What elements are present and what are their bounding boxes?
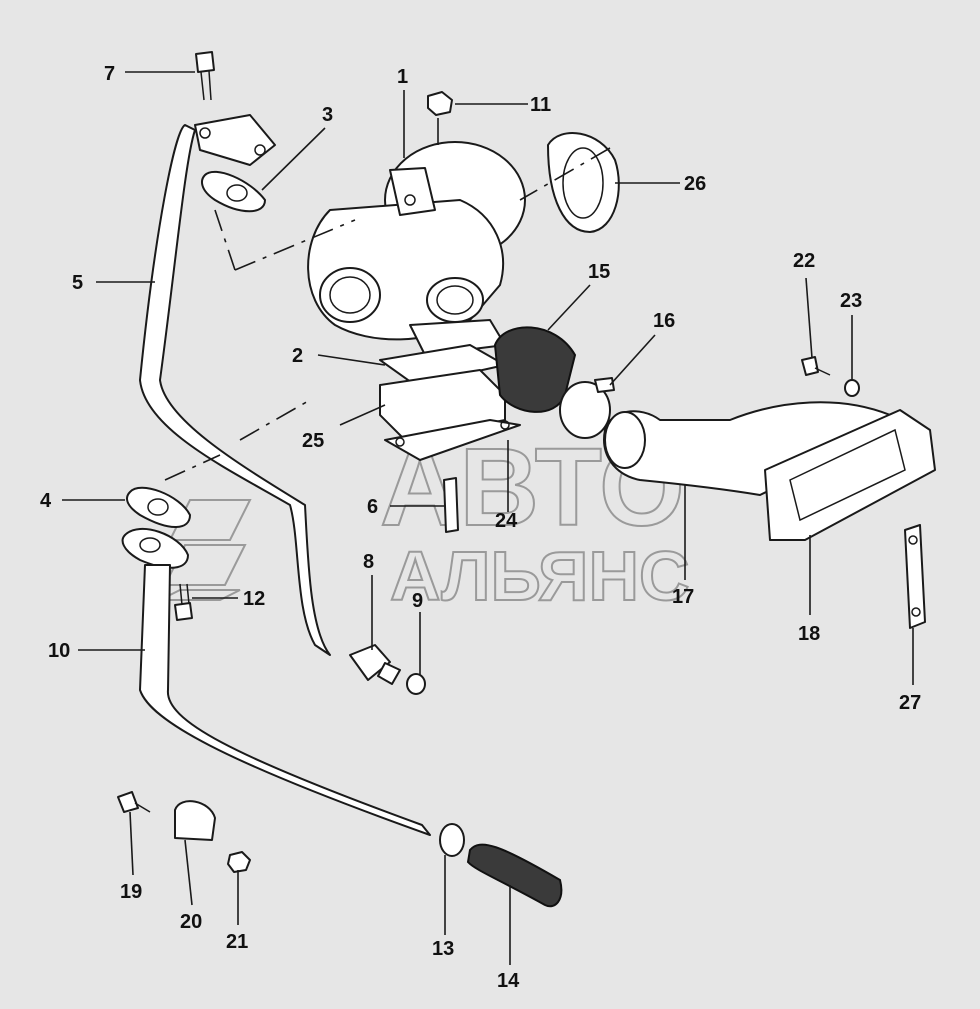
center-lines [164, 147, 611, 481]
label-1: 1 [397, 66, 408, 88]
label-10: 10 [48, 640, 70, 662]
stud-6 [443, 477, 459, 533]
label-22: 22 [793, 250, 815, 272]
hose-clamp [559, 377, 615, 439]
label-23: 23 [840, 290, 862, 312]
union-fitting [349, 644, 401, 685]
label-2: 2 [292, 345, 303, 367]
bolt-12 [174, 583, 193, 621]
nut-21 [227, 851, 251, 873]
label-19: 19 [120, 881, 142, 903]
manifold-gasket [764, 409, 936, 541]
leader-lines [62, 71, 914, 965]
label-12: 12 [243, 588, 265, 610]
turbocharger [307, 141, 526, 356]
bolt-7 [195, 51, 215, 101]
gasket-4 [126, 486, 191, 528]
hose-clamp-13 [439, 823, 465, 857]
washer-23 [844, 379, 860, 397]
label-6: 6 [367, 496, 378, 518]
air-filter-mesh [493, 326, 577, 413]
label-16: 16 [653, 310, 675, 332]
label-8: 8 [363, 551, 374, 573]
bolt-22 [801, 356, 831, 376]
label-17: 17 [672, 586, 694, 608]
label-18: 18 [798, 623, 820, 645]
label-27: 27 [899, 692, 921, 714]
oil-feed-pipe [139, 114, 331, 656]
label-20: 20 [180, 911, 202, 933]
washer-9 [406, 673, 426, 695]
label-14: 14 [497, 970, 520, 992]
label-24: 24 [495, 510, 518, 532]
watermark-line2: АЛЬЯНС [390, 537, 690, 615]
label-5: 5 [72, 272, 83, 294]
lower-gasket [384, 419, 521, 461]
drain-flange [121, 527, 189, 569]
label-3: 3 [322, 104, 333, 126]
bolt-19 [117, 791, 151, 813]
label-4: 4 [40, 490, 52, 512]
bracket [904, 524, 926, 629]
label-13: 13 [432, 938, 454, 960]
label-26: 26 [684, 173, 706, 195]
label-21: 21 [226, 931, 248, 953]
ring-gasket [547, 132, 620, 233]
part-labels: 7 1 11 3 26 22 15 5 23 16 2 25 4 6 24 8 … [40, 63, 921, 992]
label-25: 25 [302, 430, 324, 452]
flange-gasket-3 [201, 170, 266, 213]
pipe-clip [174, 800, 216, 841]
nut-11 [427, 91, 453, 116]
label-11: 11 [530, 94, 551, 116]
label-7: 7 [104, 63, 115, 85]
rubber-hose [466, 843, 563, 908]
label-9: 9 [412, 590, 423, 612]
label-15: 15 [588, 261, 610, 283]
oil-drain-pipe [139, 564, 431, 836]
